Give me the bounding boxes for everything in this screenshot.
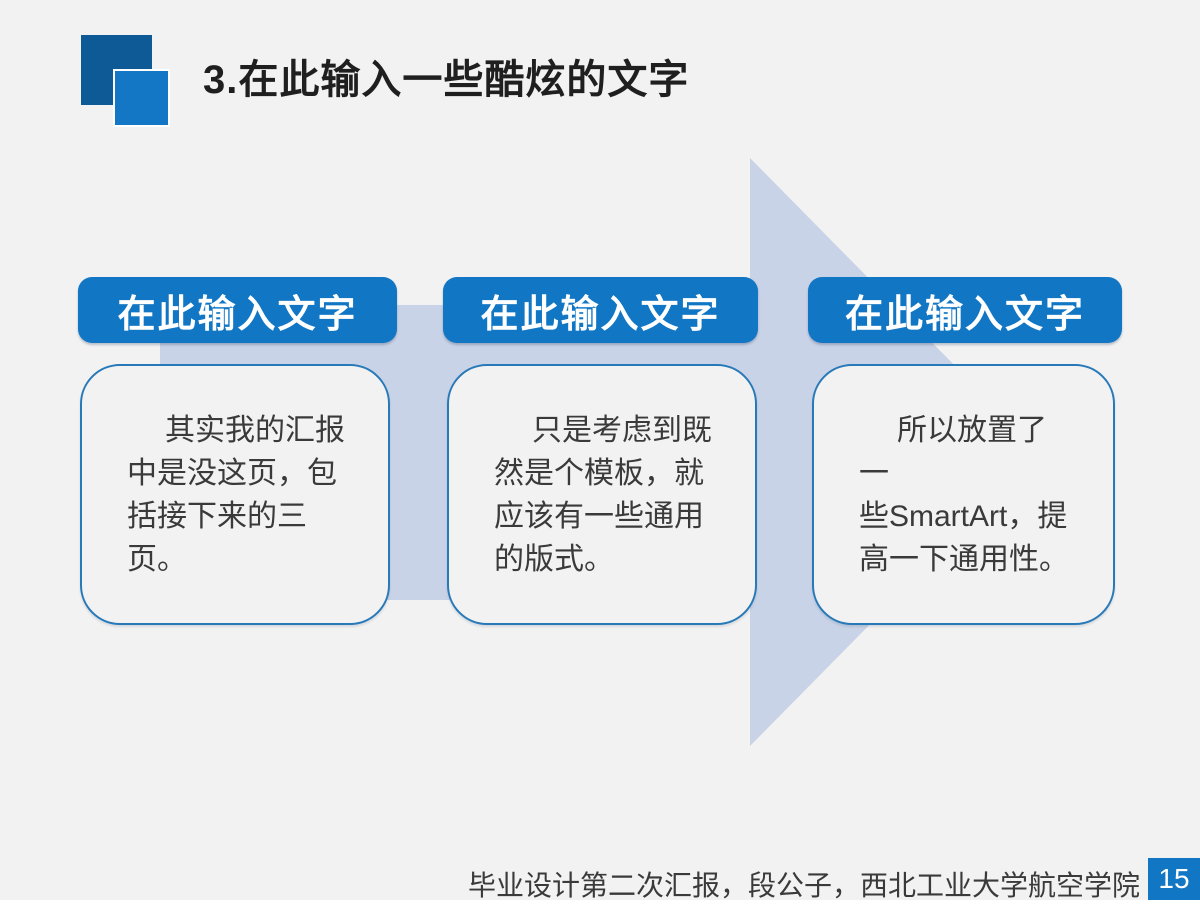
column2-header-label: 在此输入文字 — [480, 293, 721, 336]
column2-header-pill: 在此输入文字 — [443, 277, 758, 343]
column3-header-pill: 在此输入文字 — [808, 277, 1122, 343]
column1-header-label: 在此输入文字 — [117, 293, 358, 336]
column1-text-box: 其实我的汇报 中是没这页，包 括接下来的三页。 — [80, 364, 390, 625]
page-number: 15 — [1158, 863, 1190, 894]
page-number-badge: 15 — [1148, 858, 1200, 900]
column3-text-box: 所以放置了一 些SmartArt，提 高一下通用性。 — [812, 364, 1115, 625]
column2-body-text: 只是考虑到既 然是个模板，就 应该有一些通用 的版式。 — [494, 413, 712, 576]
footer-text: 毕业设计第二次汇报，段公子，西北工业大学航空学院 — [467, 870, 1140, 901]
column2-text-box: 只是考虑到既 然是个模板，就 应该有一些通用 的版式。 — [447, 364, 757, 625]
column3-header-label: 在此输入文字 — [844, 293, 1085, 336]
slide-title: 3.在此输入一些酷炫的文字 — [203, 58, 690, 102]
column1-body-text: 其实我的汇报 中是没这页，包 括接下来的三页。 — [127, 413, 345, 576]
column1-header-pill: 在此输入文字 — [78, 277, 397, 343]
title-decoration-square-light — [113, 69, 170, 127]
column3-body-text: 所以放置了一 些SmartArt，提 高一下通用性。 — [859, 413, 1069, 576]
